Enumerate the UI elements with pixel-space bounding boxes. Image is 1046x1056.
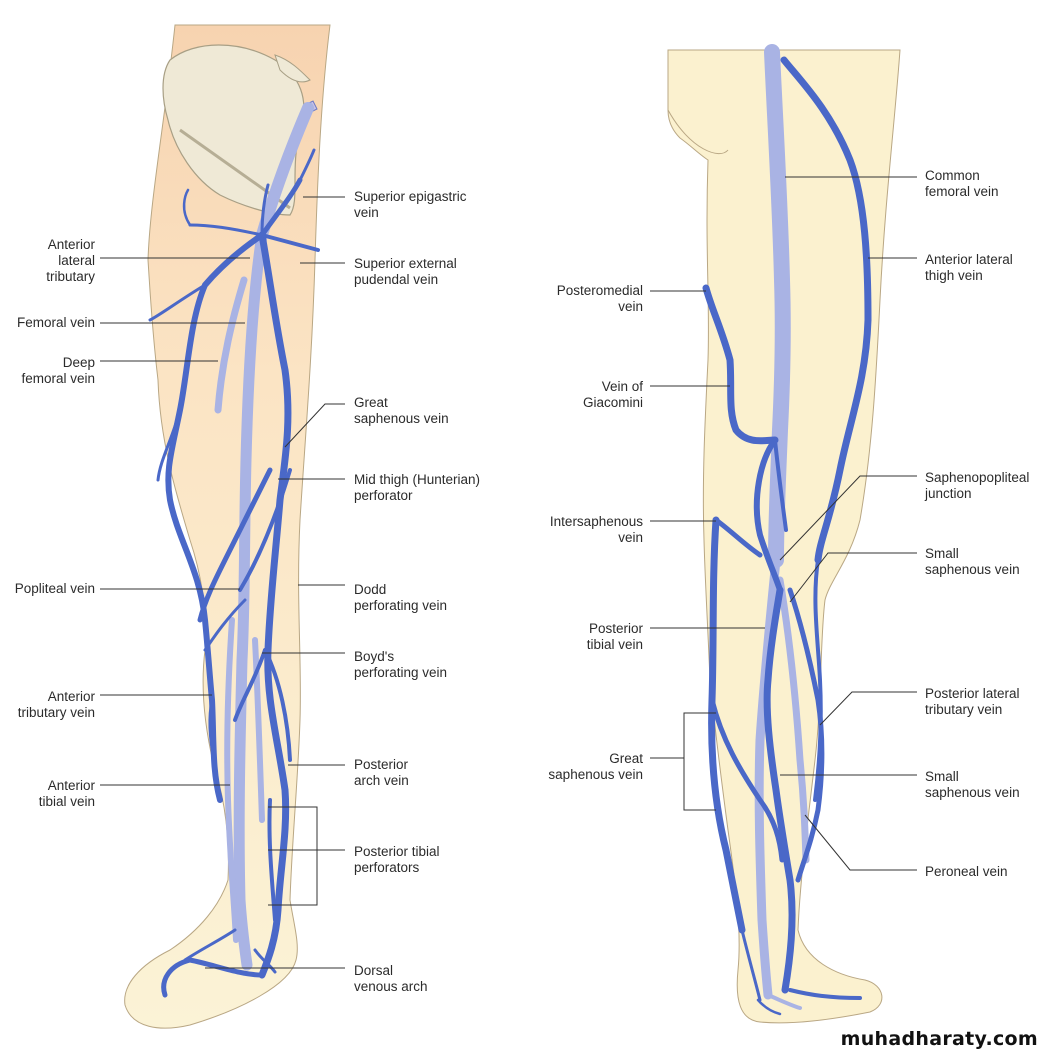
label-anterior-lateral-thigh-vein: Anterior lateral thigh vein	[925, 252, 1013, 283]
label-intersaphenous-vein: Intersaphenous vein	[549, 514, 643, 545]
label-small-saphenous-vein-lower: Small saphenous vein	[925, 769, 1020, 800]
leader-saphenopopliteal-junction	[779, 475, 917, 561]
label-popliteal-vein: Popliteal vein	[14, 581, 95, 596]
left-superficial-veins	[148, 148, 320, 998]
left-leg-outline	[124, 24, 331, 1029]
label-great-saphenous-vein-posterior: Great saphenous vein	[548, 751, 643, 782]
label-posterior-arch-vein: Posterior arch vein	[354, 757, 409, 788]
label-dodd-perforating-vein: Dodd perforating vein	[354, 582, 448, 613]
label-posteromedial-vein: Posteromedial vein	[556, 283, 643, 314]
left-leader-lines	[100, 196, 345, 969]
label-anterior-tibial-vein: Anterior tibial vein	[38, 778, 95, 809]
label-posterior-lateral-tributary-vein: Posterior lateral tributary vein	[925, 686, 1020, 717]
label-superior-epigastric-vein: Superior epigastric vein	[354, 189, 467, 220]
leader-great-saphenous-vein	[284, 403, 345, 448]
label-great-saphenous-vein: Great saphenous vein	[354, 395, 449, 426]
left-deep-veins	[214, 102, 314, 971]
label-peroneal-vein: Peroneal vein	[925, 864, 1008, 879]
label-anterior-lateral-tributary: Anterior lateral tributary	[46, 237, 95, 284]
bracket-great-saphenous-vein	[683, 712, 716, 811]
leader-peroneal-vein	[804, 814, 917, 871]
right-superficial-veins	[702, 56, 872, 1016]
label-posterior-tibial-vein: Posterior tibial vein	[586, 621, 643, 652]
right-leader-lines	[650, 176, 917, 871]
leader-small-saphenous-vein-upper	[789, 552, 917, 603]
label-dorsal-venous-arch: Dorsal venous arch	[354, 963, 428, 994]
leader-posterior-lateral-tributary-vein	[819, 691, 917, 726]
label-deep-femoral-vein: Deep femoral vein	[21, 355, 95, 386]
label-common-femoral-vein: Common femoral vein	[925, 168, 999, 199]
label-boyds-perforating-vein: Boyd's perforating vein	[354, 649, 448, 680]
label-anterior-tributary-vein: Anterior tributary vein	[17, 689, 95, 720]
pelvis-bone	[162, 44, 318, 216]
bracket-posterior-tibial-perforators	[268, 806, 318, 906]
label-mid-thigh-perforator: Mid thigh (Hunterian) perforator	[354, 472, 481, 503]
label-vein-of-giacomini: Vein of Giacomini	[582, 379, 643, 410]
label-saphenopopliteal-junction: Saphenopopliteal junction	[925, 470, 1030, 501]
label-small-saphenous-vein-upper: Small saphenous vein	[925, 546, 1020, 577]
label-femoral-vein: Femoral vein	[16, 315, 95, 330]
watermark-text: muhadharaty.com	[840, 1028, 1038, 1050]
label-superior-external-pudendal-vein: Superior external pudendal vein	[354, 256, 457, 287]
label-posterior-tibial-perforators: Posterior tibial perforators	[354, 844, 440, 875]
